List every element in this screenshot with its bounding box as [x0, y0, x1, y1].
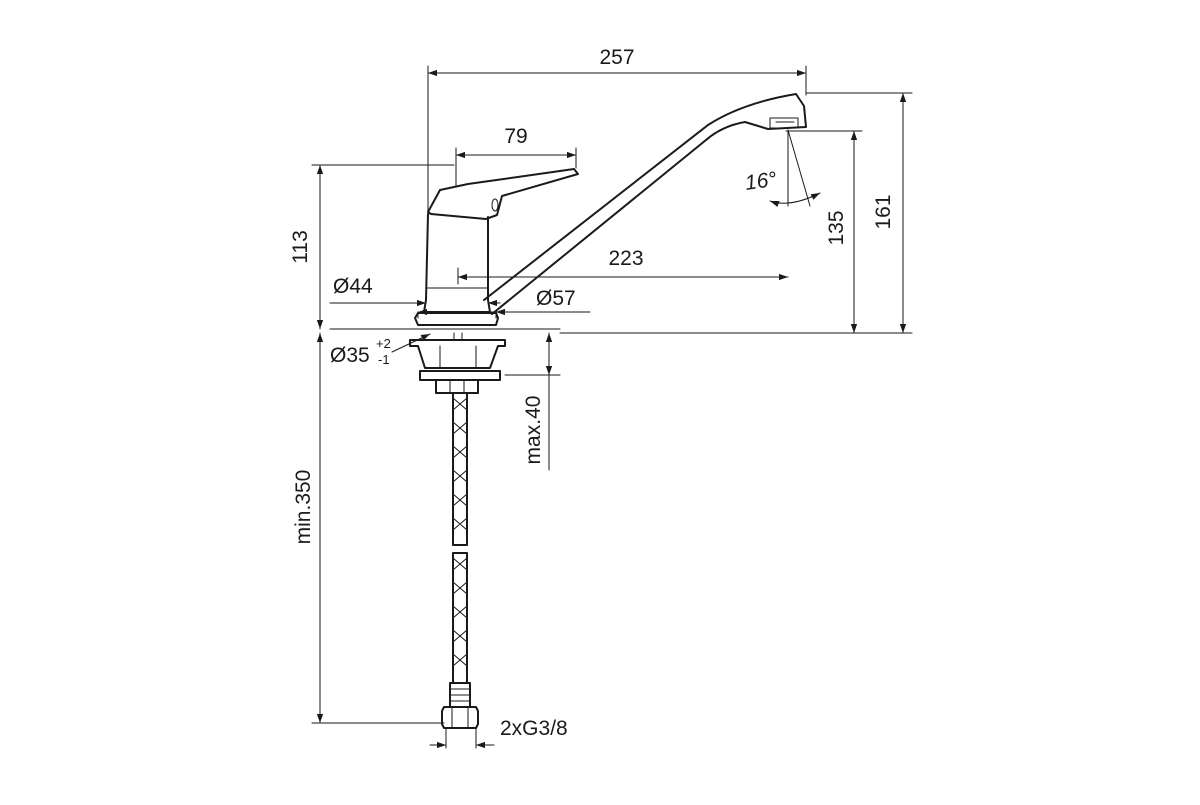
- body-diameter-label: Ø44: [333, 275, 373, 298]
- hole-tol-plus: +2: [376, 336, 391, 351]
- mounting-nut: [419, 370, 501, 381]
- stud-nut: [435, 379, 479, 394]
- hole-diameter-label: Ø35: [330, 344, 370, 367]
- faucet-outline: [329, 93, 807, 729]
- hole-tol-minus: -1: [378, 352, 390, 367]
- dim-body-diameter: Ø44: [329, 275, 501, 307]
- body-height-label: 113: [289, 230, 312, 263]
- lever-screw: [491, 198, 499, 212]
- dim-lever-length: 79: [455, 125, 577, 187]
- dim-hole-diameter: Ø35 +2 -1: [330, 333, 431, 367]
- lever-handle: [427, 168, 579, 220]
- min-hose-label: min.350: [292, 470, 315, 545]
- dim-spout-reach: 223: [457, 247, 789, 285]
- max-deck-label: max.40: [522, 396, 545, 465]
- total-height-label: 161: [872, 194, 895, 229]
- dim-max-deck: max.40: [504, 332, 561, 471]
- connection-nut: [441, 706, 479, 729]
- dim-overall-length: 257: [427, 46, 807, 213]
- dim-outlet-height: 135: [785, 130, 863, 334]
- base-diameter-label: Ø57: [536, 287, 576, 310]
- base-plate: [414, 312, 499, 326]
- dim-spout-angle: 16°: [743, 129, 821, 207]
- spout-reach-label: 223: [608, 247, 643, 270]
- mounting-flange: [409, 339, 506, 369]
- outlet-height-label: 135: [825, 210, 848, 245]
- spout: [483, 93, 807, 315]
- overall-length-label: 257: [599, 46, 634, 69]
- dim-connection: 2xG3/8: [429, 717, 568, 749]
- lever-length-label: 79: [504, 125, 527, 148]
- hose-lower: [452, 552, 468, 684]
- spout-angle-label: 16°: [743, 168, 778, 195]
- dim-base-diameter: Ø57: [417, 287, 591, 319]
- dim-total-height: 161: [559, 92, 913, 334]
- dim-body-height: 113: [289, 164, 455, 330]
- hose-upper: [452, 392, 468, 546]
- aerator: [769, 117, 799, 129]
- connection-label: 2xG3/8: [500, 717, 568, 740]
- dim-min-hose: min.350: [292, 332, 445, 724]
- mixer-body: [423, 213, 491, 313]
